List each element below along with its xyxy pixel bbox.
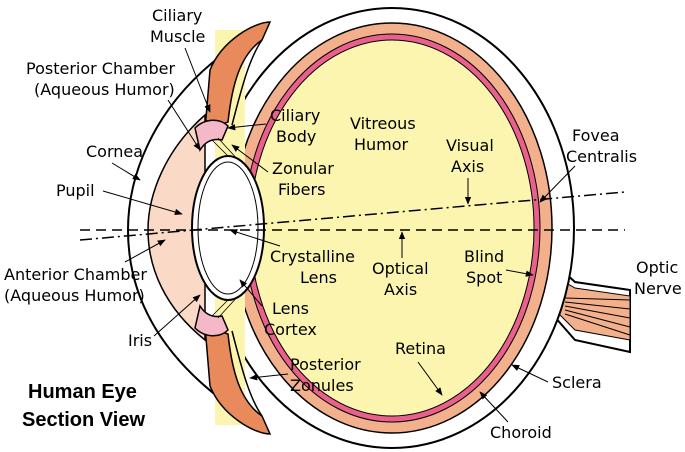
label-optical-axis-2: Axis (384, 280, 417, 299)
label-lens-cortex-2: Cortex (264, 320, 317, 339)
label-crystalline-lens-1: Crystalline (270, 247, 355, 266)
visual-axis-line (79, 191, 626, 241)
label-optical-axis-1: Optical (372, 259, 429, 278)
ora-serrata-upper (231, 39, 263, 126)
arrow-posterior-chamber (167, 99, 201, 151)
title-line1: Human Eye (28, 381, 137, 403)
label-posterior-zonules-1: Posterior (290, 355, 361, 374)
lens-nucleus (197, 161, 259, 295)
arrow-pupil (102, 190, 183, 216)
label-pupil: Pupil (56, 181, 95, 200)
label-iris: Iris (128, 331, 152, 350)
label-posterior-chamber-1: Posterior Chamber (26, 59, 176, 78)
optic-nerve-fibers (564, 297, 631, 336)
label-vitreous-humor-1: Vitreous (350, 114, 416, 133)
label-blind-spot-2: Spot (466, 268, 502, 287)
arrow-ciliary-muscle (184, 47, 211, 113)
arrow-crystalline-lens (229, 229, 281, 247)
arrow-blind-spot (505, 269, 534, 277)
label-retina: Retina (395, 339, 446, 358)
arrow-sclera (511, 364, 549, 383)
label-anterior-chamber-1: Anterior Chamber (4, 265, 147, 284)
arrow-fovea-centralis (539, 165, 576, 203)
label-anterior-chamber-2: (Aqueous Humor) (4, 286, 145, 305)
arrow-retina (417, 361, 443, 396)
label-ciliary-muscle-1: Ciliary (152, 6, 202, 25)
label-crystalline-lens-2: Lens (300, 268, 337, 287)
iris-upper (194, 119, 229, 152)
label-choroid: Choroid (490, 423, 552, 442)
arrow-cornea (111, 162, 141, 181)
label-blind-spot-1: Blind (464, 247, 504, 266)
label-cornea: Cornea (86, 142, 143, 161)
arrow-iris (153, 294, 201, 337)
arrow-lens-cortex (239, 279, 263, 307)
title-line2: Section View (22, 409, 145, 431)
arrow-zonular-fibers (231, 144, 269, 173)
iris-lower (194, 304, 229, 337)
label-ciliary-muscle-2: Muscle (150, 27, 205, 46)
label-fovea-centralis-1: Fovea (572, 126, 620, 145)
ora-serrata-lower (231, 330, 263, 417)
label-posterior-chamber-2: (Aqueous Humor) (34, 80, 175, 99)
arrow-posterior-zonules (249, 373, 289, 381)
label-ciliary-body-2: Body (276, 127, 316, 146)
arrow-anterior-chamber (124, 239, 166, 263)
label-optic-nerve-1: Optic (636, 258, 678, 277)
arrow-choroid (479, 391, 509, 423)
label-posterior-zonules-2: Zonules (290, 376, 354, 395)
label-visual-axis-1: Visual (446, 136, 494, 155)
label-zonular-fibers-2: Fibers (278, 180, 325, 199)
label-vitreous-humor-2: Humor (354, 135, 409, 154)
arrow-ciliary-body (227, 123, 267, 131)
label-ciliary-body-1: Ciliary (270, 106, 320, 125)
label-zonular-fibers-1: Zonular (272, 159, 334, 178)
label-lens-cortex-1: Lens (272, 299, 309, 318)
label-fovea-centralis-2: Centralis (566, 147, 637, 166)
label-visual-axis-2: Axis (451, 157, 484, 176)
label-optic-nerve-2: Nerve (634, 279, 682, 298)
label-sclera: Sclera (552, 373, 602, 392)
